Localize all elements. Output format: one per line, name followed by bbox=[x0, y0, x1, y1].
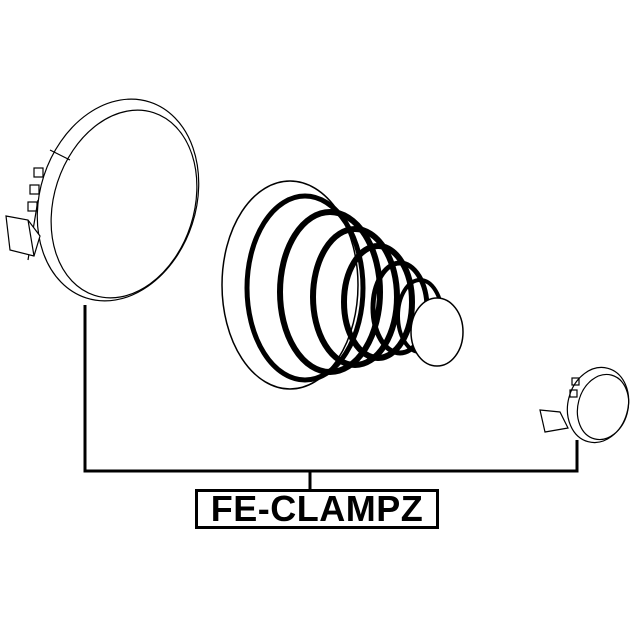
small-clamp-icon bbox=[539, 366, 630, 444]
large-clamp-icon bbox=[5, 98, 200, 302]
connector-lines bbox=[83, 305, 579, 489]
part-number-text: FE-CLAMPZ bbox=[210, 488, 424, 529]
part-number-label: FE-CLAMPZ bbox=[195, 489, 439, 529]
cv-boot-icon bbox=[221, 180, 464, 390]
